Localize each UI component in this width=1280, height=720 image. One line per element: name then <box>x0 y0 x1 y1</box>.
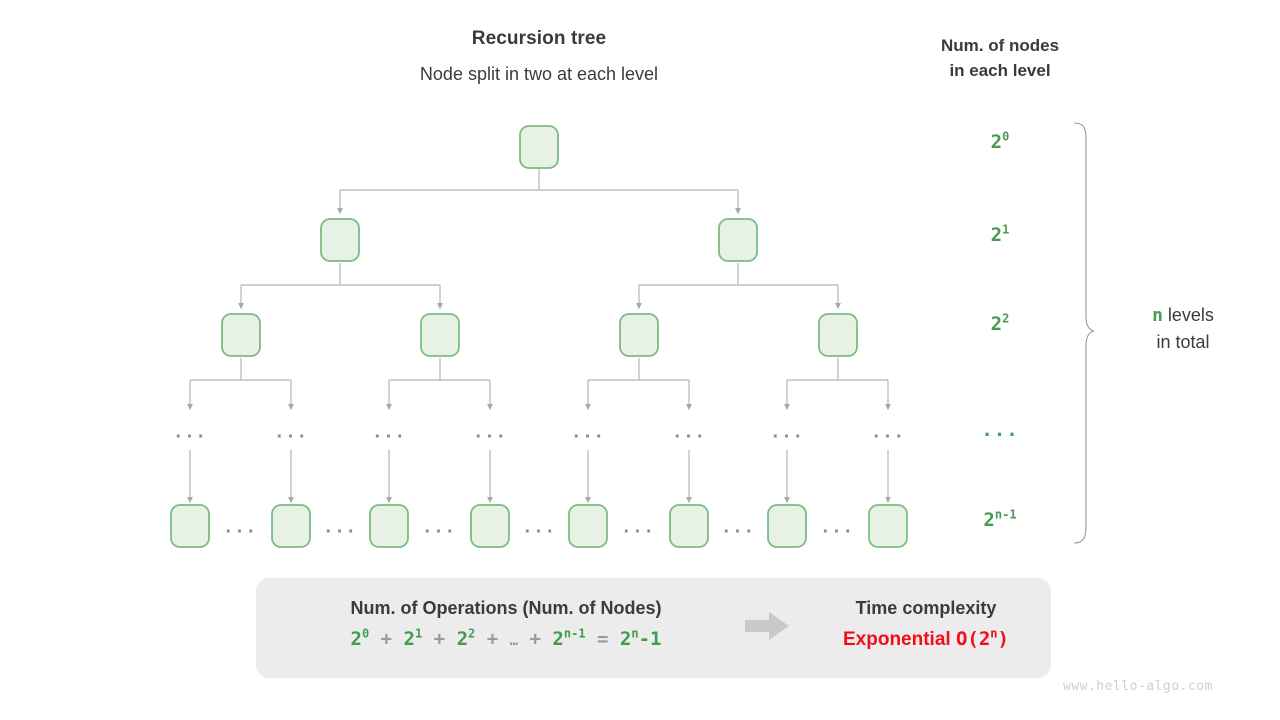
tree-ellipsis: ··· <box>473 427 507 447</box>
total-levels-note: n levels in total <box>1108 302 1258 356</box>
tree-ellipsis: ··· <box>274 427 308 447</box>
tree-node <box>767 504 807 548</box>
right-arrow-icon <box>745 612 789 640</box>
formula-plus-4: + <box>529 628 541 650</box>
tree-node <box>619 313 659 357</box>
formula-plus-1: + <box>380 628 393 650</box>
summary-operations-heading: Num. of Operations (Num. of Nodes) <box>350 598 662 618</box>
tree-node <box>669 504 709 548</box>
tree-node <box>470 504 510 548</box>
levels-note-line2: in total <box>1156 332 1210 352</box>
tree-ellipsis: ··· <box>871 427 905 447</box>
tree-ellipsis: ··· <box>571 427 605 447</box>
level-count-ellipsis: ··· <box>981 424 1019 446</box>
level-count-1: 21 <box>955 224 1045 246</box>
formula-plus-3: + <box>486 628 499 650</box>
tree-node <box>271 504 311 548</box>
formula-ellipsis: … <box>509 633 519 649</box>
level-count-exponent: 2 <box>1002 311 1010 326</box>
tree-edges <box>187 168 891 504</box>
tree-node <box>170 504 210 548</box>
summary-panel: Num. of Operations (Num. of Nodes) 20 + … <box>256 578 1051 678</box>
level-count-base: 2 <box>990 131 1003 153</box>
tree-ellipsis: ··· <box>173 427 207 447</box>
tree-node <box>420 313 460 357</box>
levels-note-line1: levels <box>1162 305 1214 325</box>
level-count-exponent: 1 <box>1002 222 1010 237</box>
level-count-exponent: n-1 <box>994 507 1017 522</box>
tree-node <box>868 504 908 548</box>
tree-node <box>320 218 360 262</box>
level-count-base: 2 <box>983 509 995 531</box>
tree-ellipsis: ··· <box>223 522 257 542</box>
levels-brace <box>1073 122 1095 544</box>
tree-node <box>568 504 608 548</box>
tree-ellipsis: ··· <box>422 522 456 542</box>
tree-ellipsis: ··· <box>770 427 804 447</box>
tree-node <box>369 504 409 548</box>
summary-complexity-value: Exponential O(2n) <box>801 628 1051 651</box>
tree-ellipsis: ··· <box>323 522 357 542</box>
summary-complexity-section: Time complexity Exponential O(2n) <box>801 595 1051 651</box>
tree-ellipsis: ··· <box>372 427 406 447</box>
tree-ellipsis: ··· <box>621 522 655 542</box>
tree-nodes <box>170 125 908 548</box>
watermark: www.hello-algo.com <box>1063 679 1213 694</box>
formula-term-last: 2n-1 <box>552 626 586 650</box>
level-count-base: 2 <box>990 224 1003 246</box>
level-count-base: 2 <box>990 313 1003 335</box>
summary-complexity-heading: Time complexity <box>855 598 997 618</box>
tree-ellipsis: ··· <box>522 522 556 542</box>
summary-formula: 20 + 21 + 22 + … + 2n-1 = 2n-1 <box>256 628 756 650</box>
formula-result: 2n-1 <box>619 626 662 650</box>
tree-node <box>818 313 858 357</box>
page-subtitle: Node split in two at each level <box>419 64 659 84</box>
tree-node <box>221 313 261 357</box>
level-count-2: 22 <box>955 313 1045 335</box>
summary-operations-section: Num. of Operations (Num. of Nodes) 20 + … <box>256 595 756 650</box>
formula-term-1: 20 <box>350 626 370 650</box>
level-count-last: 2n-1 <box>955 509 1045 531</box>
right-column-header-line2: in each level <box>949 61 1051 80</box>
tree-ellipsis: ··· <box>672 427 706 447</box>
right-column-header: Num. of nodes in each level <box>900 33 1100 83</box>
tree-ellipsis: ··· <box>721 522 755 542</box>
page-title: Recursion tree <box>471 28 607 49</box>
formula-term-2: 21 <box>403 626 423 650</box>
formula-plus-2: + <box>433 628 446 650</box>
formula-equals: = <box>597 628 609 650</box>
levels-variable: n <box>1152 305 1163 326</box>
complexity-notation: O(2n) <box>955 626 1009 650</box>
level-count-0: 20 <box>955 131 1045 153</box>
right-column-header-line1: Num. of nodes <box>940 36 1060 55</box>
formula-term-3: 22 <box>456 626 476 650</box>
tree-node <box>519 125 559 169</box>
complexity-word: Exponential <box>843 629 951 650</box>
level-count-exponent: 0 <box>1002 129 1010 144</box>
tree-node <box>718 218 758 262</box>
tree-ellipsis: ··· <box>820 522 854 542</box>
